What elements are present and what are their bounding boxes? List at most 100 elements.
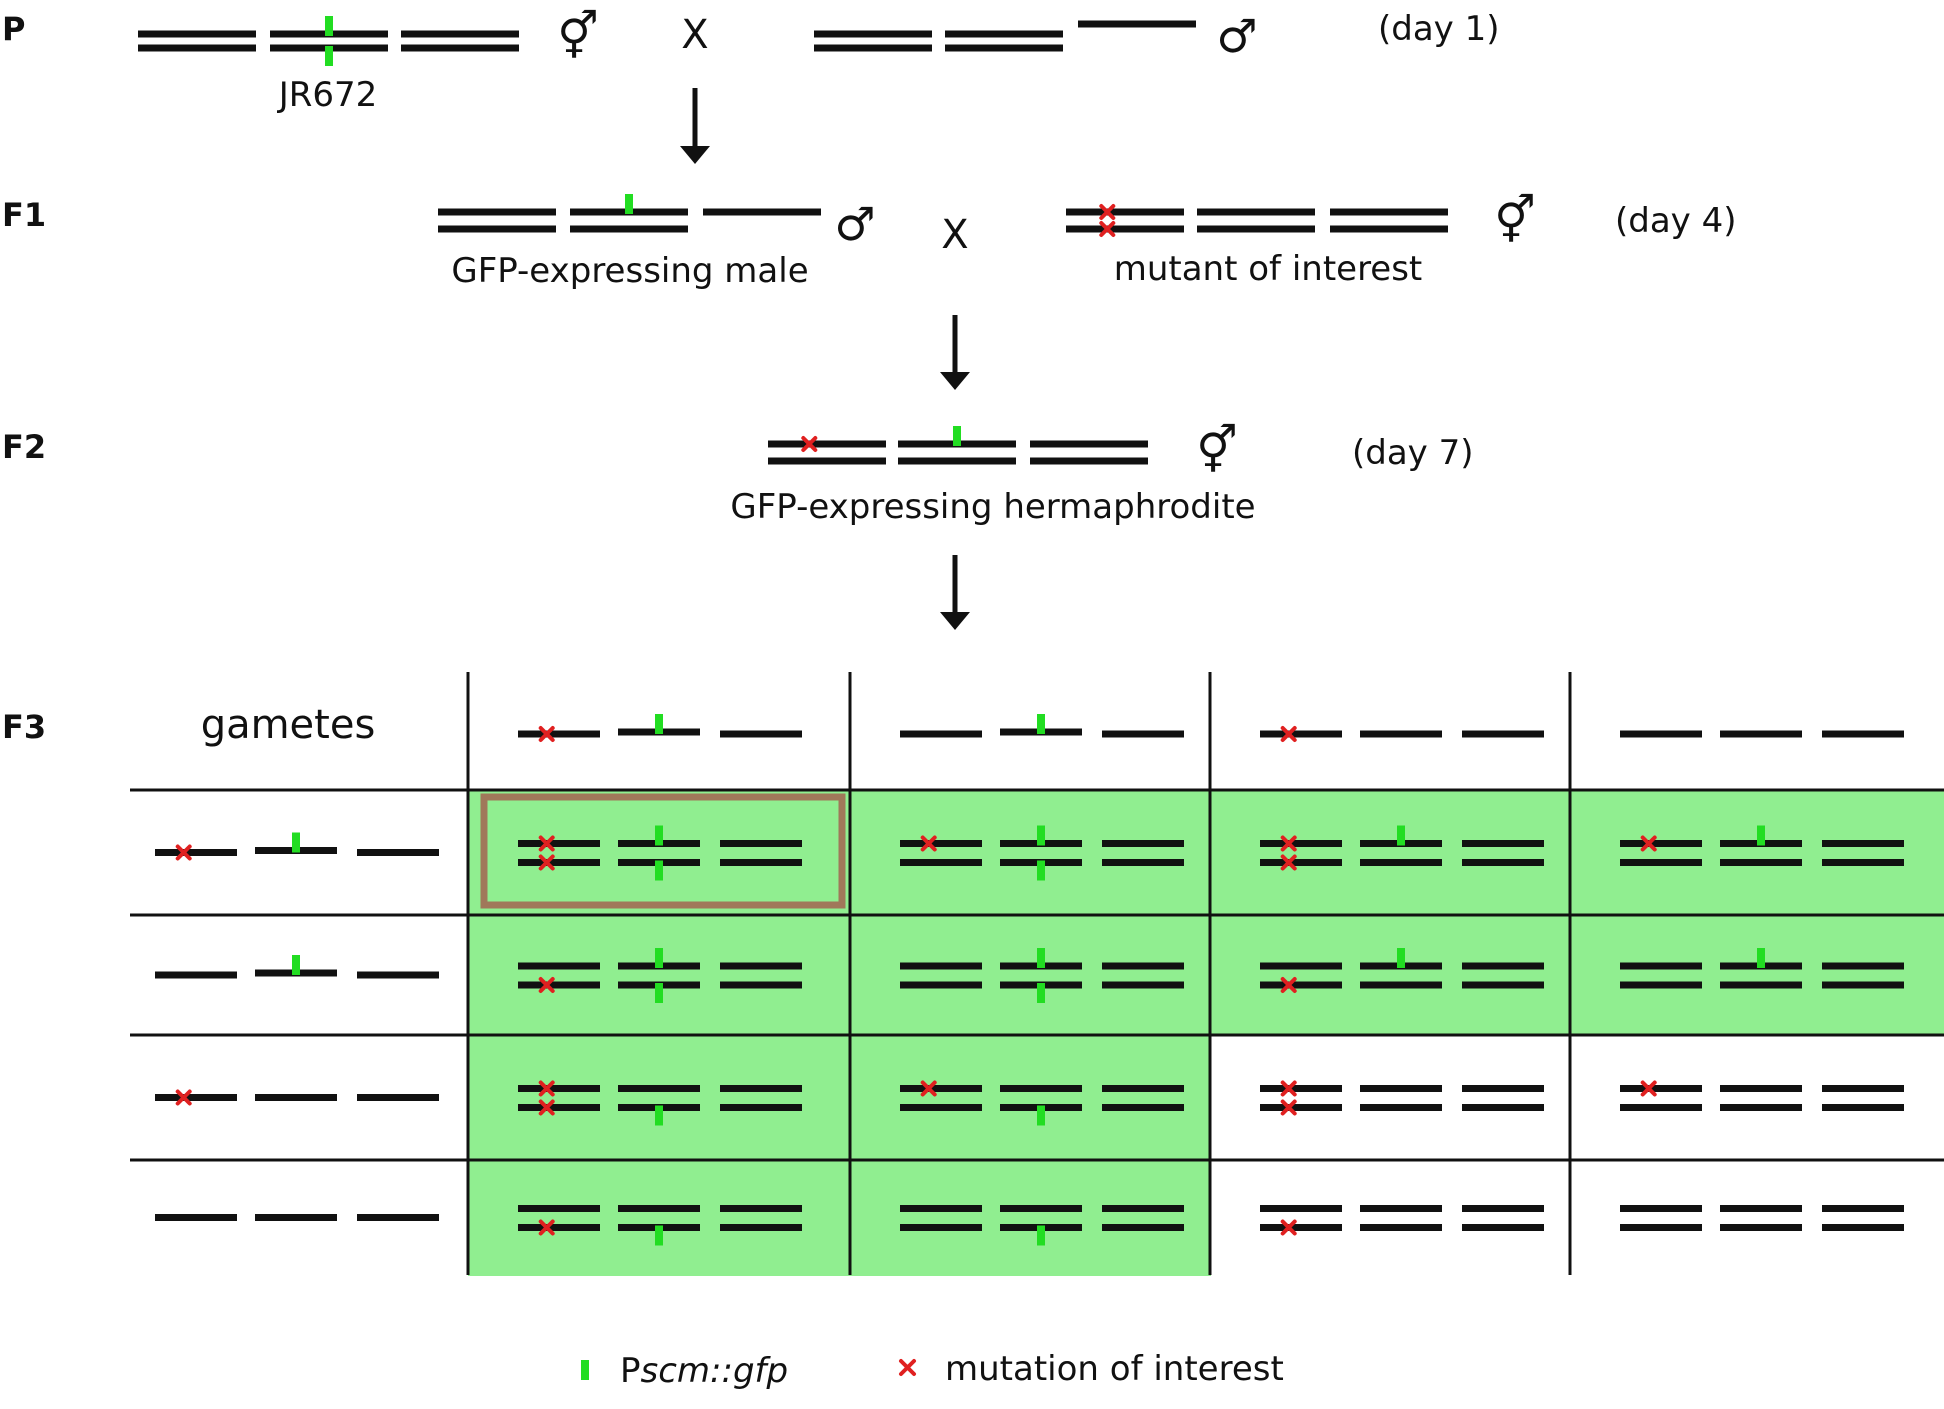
mutation-marker: [538, 854, 555, 871]
mutant-of-interest-label: mutant of interest: [1114, 249, 1423, 289]
mutation-stroke: [1280, 835, 1297, 852]
gfp-marker: [655, 860, 663, 881]
chromosome: [768, 436, 886, 465]
arrow-f2-to-f3: [940, 555, 970, 630]
gamete-chromosome-set: [518, 714, 802, 742]
punnett-cell-gfp-positive: [1210, 915, 1571, 1036]
mutation-stroke: [538, 1080, 555, 1097]
chromosome: [270, 16, 388, 66]
mutation-marker: [1280, 977, 1297, 993]
chromosome: [1720, 825, 1802, 866]
punnett-cell-gfp-positive: [1570, 915, 1944, 1036]
chromosome: [1330, 208, 1448, 233]
chromosome: [900, 1080, 982, 1111]
chromosome: [1620, 1080, 1702, 1111]
hermaphrodite-symbol-f2: ⚥: [1196, 423, 1238, 477]
gfp-marker: [1037, 825, 1045, 846]
chromosome: [155, 1089, 237, 1106]
chromosome: [1462, 1205, 1544, 1231]
gfp-marker: [1757, 825, 1765, 846]
offspring-genotype: [1620, 948, 1904, 989]
chromosome: [1462, 840, 1544, 866]
mutation-marker: [1280, 1099, 1297, 1116]
chromosome: [570, 194, 688, 233]
mutation-stroke: [1099, 221, 1116, 237]
gfp-marker: [1037, 714, 1045, 734]
chromosome: [900, 835, 982, 866]
mutation-stroke: [175, 844, 192, 861]
p-generation-chromosomes: [138, 16, 1196, 66]
chromosome: [720, 1205, 802, 1231]
chromosome: [618, 948, 700, 1003]
gfp-marker: [1397, 825, 1405, 846]
gfp-marker: [1037, 860, 1045, 881]
chromosome: [720, 840, 802, 866]
column-gametes: [518, 714, 1904, 742]
mutation-stroke: [920, 1080, 937, 1097]
chromosome: [1620, 1205, 1702, 1231]
mutation-marker: [1640, 1080, 1657, 1097]
chromosome: [1000, 1085, 1082, 1126]
chromosome: [1102, 840, 1184, 866]
chromosome: [1620, 962, 1702, 989]
mutation-stroke: [538, 726, 555, 742]
chromosome: [720, 1085, 802, 1111]
mutation-marker: [175, 844, 192, 861]
mutation-marker: [1640, 835, 1657, 852]
chromosome-layer: [138, 16, 1904, 1246]
offspring-genotypes: [518, 825, 1904, 1246]
offspring-genotype: [1620, 1205, 1904, 1231]
chromosome: [1822, 962, 1904, 989]
generation-label-p: P: [2, 10, 25, 48]
mutation-marker: [538, 726, 555, 742]
punnett-cell-gfp-positive: [850, 915, 1211, 1036]
hermaphrodite-symbol-p: ⚥: [557, 9, 599, 63]
chromosome: [1000, 714, 1082, 736]
mutation-stroke: [538, 977, 555, 993]
legend-gfp-italic: scm::gfp: [641, 1351, 789, 1391]
punnett-cell-gfp-positive: [850, 1035, 1211, 1161]
chromosome: [618, 1085, 700, 1126]
chromosome: [255, 832, 337, 854]
generation-label-f3: F3: [2, 708, 46, 746]
chromosome: [945, 30, 1063, 52]
gfp-marker: [655, 1105, 663, 1126]
mutation-stroke: [1099, 204, 1116, 220]
offspring-genotype: [1620, 1080, 1904, 1111]
jr672-label: JR672: [277, 75, 378, 115]
chromosome: [1000, 948, 1082, 1003]
gamete-chromosome-set: [900, 714, 1184, 738]
mutation-stroke: [538, 835, 555, 852]
legend: Pscm::gfp mutation of interest: [581, 1349, 1284, 1391]
mutation-marker: [1280, 1219, 1297, 1236]
f1-generation-chromosomes: [438, 194, 1448, 237]
chromosome: [1822, 840, 1904, 866]
chromosome: [1260, 726, 1342, 742]
chromosome: [1360, 948, 1442, 989]
chromosome: [900, 962, 982, 989]
gfp-marker: [655, 948, 663, 968]
chromosome: [1360, 1085, 1442, 1111]
punnett-cell-gfp-positive: [468, 1160, 851, 1276]
punnett-cell-gfp-positive: [468, 790, 851, 916]
gfp-marker: [292, 955, 300, 975]
offspring-genotype: [1620, 825, 1904, 866]
gfp-marker: [325, 46, 333, 66]
chromosome: [1066, 204, 1184, 237]
gfp-marker: [1037, 948, 1045, 968]
gfp-male-label: GFP-expressing male: [451, 251, 808, 291]
mutation-marker: [1099, 221, 1116, 237]
legend-gfp-marker: [581, 1360, 589, 1380]
chromosome: [900, 1205, 982, 1231]
offspring-genotype: [518, 1080, 802, 1126]
chromosome: [1260, 962, 1342, 993]
mutation-stroke: [1640, 1080, 1657, 1097]
gfp-marker: [625, 194, 633, 214]
gfp-marker: [655, 714, 663, 734]
gfp-marker: [953, 426, 961, 446]
chromosome: [1720, 948, 1802, 989]
chromosome: [1000, 1205, 1082, 1246]
mutation-stroke: [1280, 854, 1297, 871]
gfp-marker: [1037, 983, 1045, 1003]
highlighted-cell-border: [480, 793, 846, 909]
